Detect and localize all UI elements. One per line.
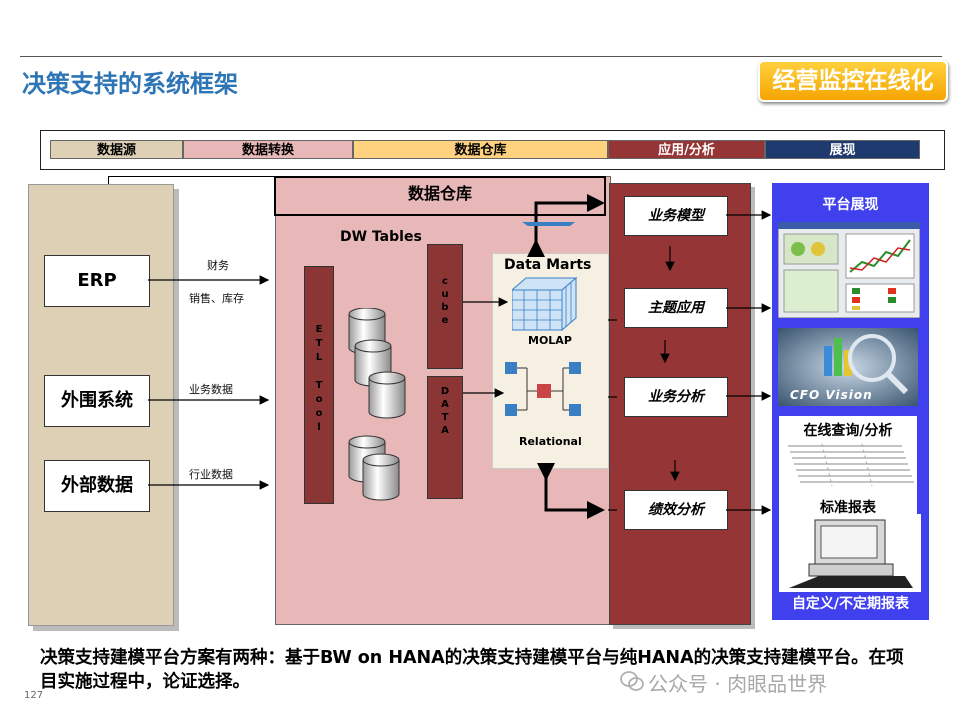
arrow-marts-to-app-bottom bbox=[546, 472, 596, 510]
wechat-icon bbox=[620, 670, 644, 692]
blue-accent bbox=[522, 222, 575, 226]
page-number: 127 bbox=[24, 690, 43, 701]
watermark-text: 公众号 · 肉眼品世界 bbox=[648, 668, 827, 697]
